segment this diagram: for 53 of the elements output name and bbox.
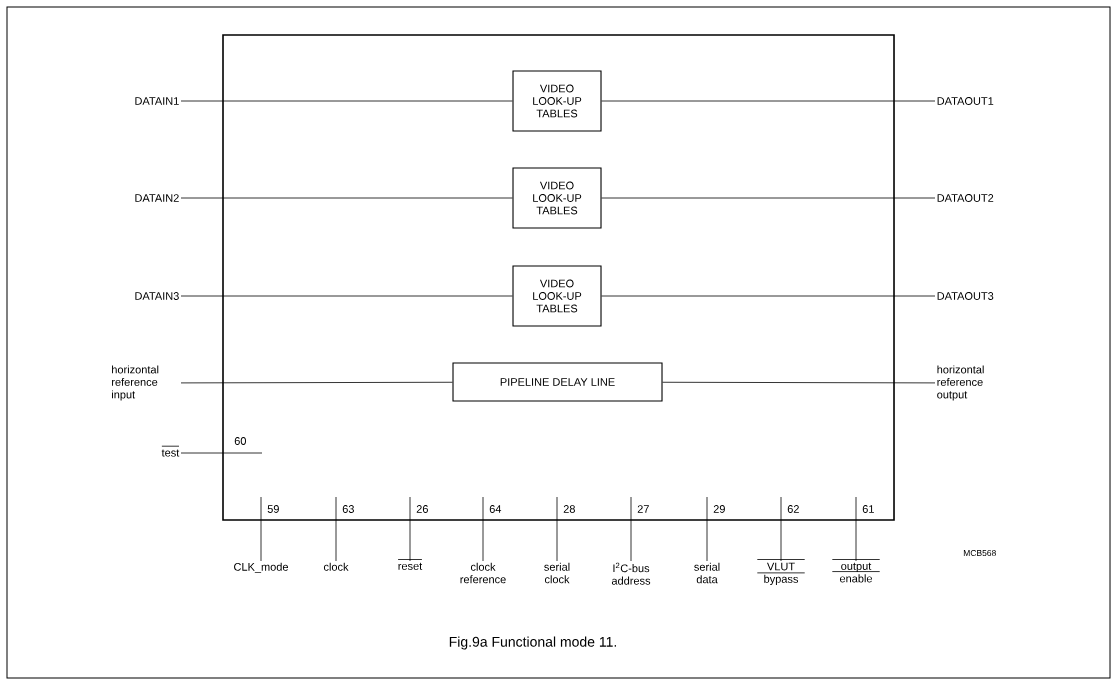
function-block: PIPELINE DELAY LINE [452,362,663,402]
pin-label: test [161,445,180,457]
connection-line [601,295,936,297]
pin-label: horizontal reference output [937,365,984,401]
pin-label: DATAIN3 [135,292,179,300]
drawing-code: MCB568 [963,550,996,556]
connection-line [180,197,513,199]
pin-number: 29 [713,505,725,513]
pin-number: 63 [342,505,354,513]
connection-line [180,295,513,297]
pin-label: serial clock [544,562,570,584]
pin-label: clock [323,562,349,571]
connection-line [180,381,453,384]
pin-label: DATAIN2 [135,194,179,202]
pin-label: DATAIN1 [135,97,179,105]
pin-label: output enable [831,559,881,583]
connection-line [630,496,632,562]
pin-number: 26 [416,505,428,513]
chip-outline [222,34,895,521]
connection-line [780,496,782,562]
connection-line [662,381,936,384]
pin-number: 28 [563,505,575,513]
connection-line [482,496,484,562]
pin-number: 59 [267,505,279,513]
connection-line [180,452,263,454]
pin-label: DATAOUT2 [937,194,994,202]
pin-label: DATAOUT1 [937,97,994,105]
connection-line [180,100,513,102]
function-block: VIDEO LOOK-UP TABLES [512,167,602,229]
connection-line [260,496,262,562]
connection-line [409,496,411,562]
pin-label: serial data [694,562,720,584]
pin-number: 27 [637,505,649,513]
connection-line [601,100,936,102]
pin-number: 61 [862,505,874,513]
pin-number: 62 [787,505,799,513]
pin-label: clock reference [460,562,506,584]
pin-label: DATAOUT3 [937,292,994,300]
caption: Fig.9a Functional mode 11. [449,636,617,650]
pin-label: horizontal reference input [112,365,159,401]
function-block: VIDEO LOOK-UP TABLES [512,265,602,327]
pin-number: 64 [489,505,502,513]
connection-line [335,496,337,562]
connection-line [556,496,558,562]
pin-label: I$^{2}$C-bus address [611,562,651,585]
pin-label: CLK_mode [234,562,289,573]
pin-number: 60 [234,437,246,445]
connection-line [601,197,936,199]
pin-label: reset [397,559,423,570]
function-block: VIDEO LOOK-UP TABLES [512,70,602,132]
pin-label: VLUT bypass [756,559,806,586]
connection-line [855,496,857,562]
connection-line [706,496,708,562]
